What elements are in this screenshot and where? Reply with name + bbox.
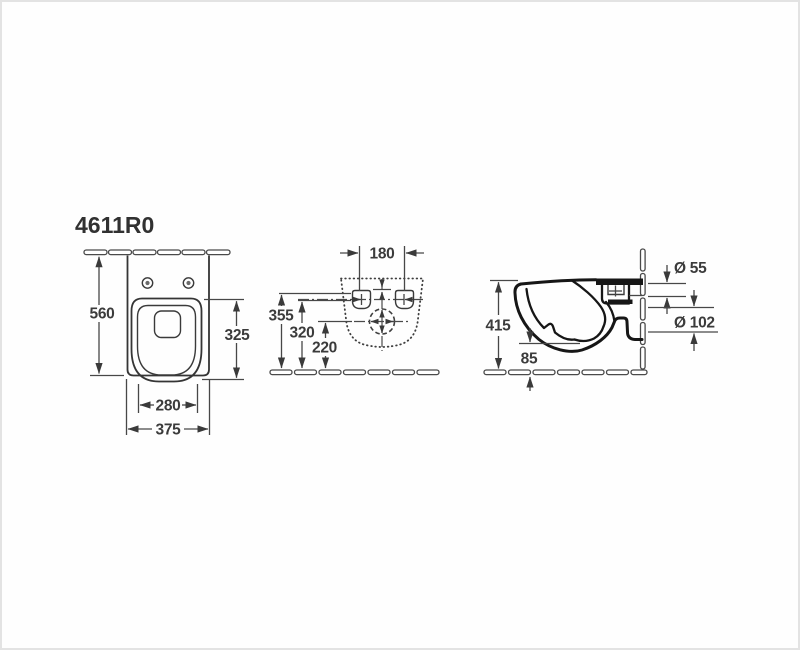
dimension-325: 325	[202, 298, 251, 381]
dim-label-375: 375	[156, 422, 182, 439]
flush-channel-line	[570, 279, 607, 328]
front-view: 560 325 280 375	[83, 249, 251, 439]
outlet-marker	[354, 308, 410, 335]
dimension-320: 320	[290, 299, 351, 369]
floor-hatch-middle	[269, 369, 440, 376]
floor-hatch-right	[483, 369, 648, 376]
seat-hole-left	[141, 277, 154, 289]
dimension-inlet-diameter: Ø 55	[648, 260, 707, 314]
dimension-outlet-diameter: Ø 102	[648, 290, 718, 351]
dimension-180: 180	[340, 246, 424, 291]
trap-line	[573, 325, 605, 343]
dim-label-220: 220	[312, 340, 337, 357]
dim-label-320: 320	[290, 325, 315, 342]
bowl-section-profile	[513, 278, 644, 353]
inlet-connector	[596, 278, 643, 305]
dim-label-325: 325	[225, 327, 251, 344]
bowl-rim-outer	[130, 297, 203, 383]
flush-center-marker	[373, 279, 391, 300]
drain-opening	[153, 310, 182, 339]
wall-hatch-top	[83, 249, 231, 256]
dim-label-560: 560	[90, 306, 115, 323]
dimension-85: 85	[519, 328, 580, 391]
dim-label-355: 355	[269, 308, 295, 325]
dimension-375: 375	[125, 379, 211, 439]
toilet-body-outline	[126, 255, 210, 377]
outlet-line	[604, 300, 616, 323]
dimension-220: 220	[312, 320, 352, 369]
dim-label-inlet: Ø 55	[674, 260, 707, 277]
dimension-280: 280	[137, 384, 199, 415]
model-number: 4611R0	[75, 212, 154, 238]
wall-hatch-right	[639, 248, 646, 370]
seat-hole-right	[182, 277, 195, 289]
dim-label-280: 280	[156, 398, 181, 415]
dimension-355: 355	[269, 292, 351, 369]
fixing-bolt-right	[394, 289, 415, 310]
bowl-rim-inner	[136, 304, 197, 376]
side-section-view: 415 85 Ø 55 Ø 102	[483, 248, 718, 391]
dim-label-outlet: Ø 102	[674, 315, 715, 332]
dimension-560: 560	[90, 256, 124, 377]
dim-label-85: 85	[521, 351, 538, 368]
dim-label-415: 415	[486, 318, 512, 335]
dim-label-180: 180	[370, 246, 395, 263]
wall-elevation-view: 180 355 320 220	[269, 246, 440, 376]
dimension-415: 415	[486, 279, 518, 369]
fixing-bolt-left	[351, 289, 372, 310]
bowl-inner-line	[525, 287, 576, 341]
